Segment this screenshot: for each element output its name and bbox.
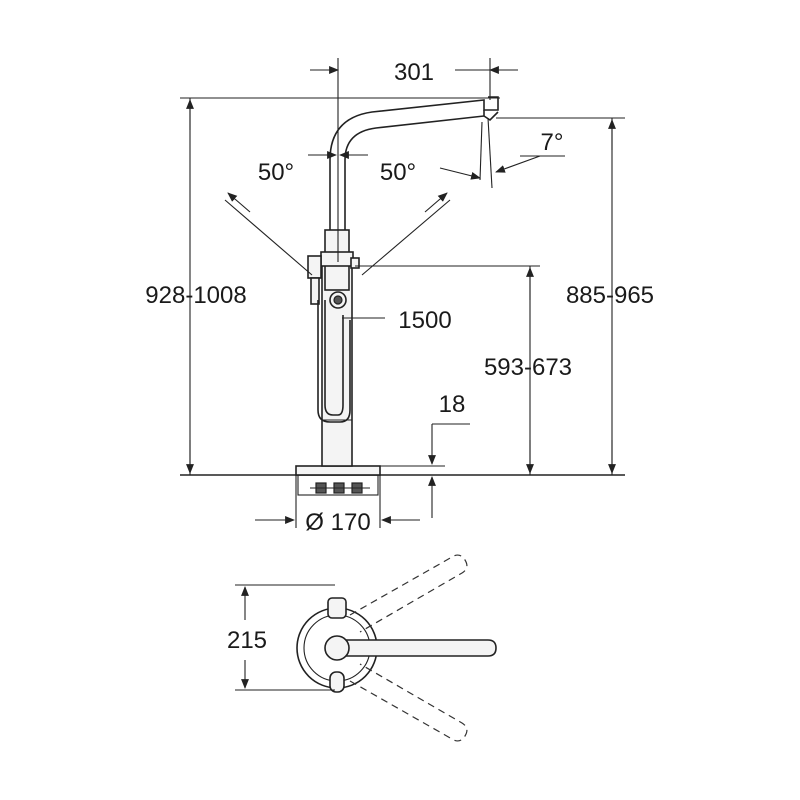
dim-label-7deg: 7° xyxy=(541,129,564,156)
dim-spout-reach: 301 xyxy=(310,58,518,262)
dim-label-dia-170: Ø 170 xyxy=(305,509,370,536)
plan-view: 215 xyxy=(227,554,497,742)
elevation-view: 301 928-1008 885-965 593-673 xyxy=(145,58,654,536)
plan-lever-swing-down xyxy=(349,663,468,742)
dim-label-301: 301 xyxy=(394,59,434,86)
lever-handle xyxy=(307,255,322,279)
dim-label-215: 215 xyxy=(227,627,267,654)
dim-label-50-left: 50° xyxy=(258,159,294,186)
dim-hose-length: 1500 xyxy=(342,307,452,334)
mounting-bracket xyxy=(297,474,379,496)
dim-label-18: 18 xyxy=(439,391,466,418)
dim-overall-height: 928-1008 xyxy=(145,97,500,475)
dim-label-593-673: 593-673 xyxy=(484,354,572,381)
dim-label-885-965: 885-965 xyxy=(566,282,654,309)
plan-lever xyxy=(329,639,497,657)
dim-handle-height: 593-673 xyxy=(355,265,572,475)
dim-outlet-height: 885-965 xyxy=(496,117,654,475)
dim-base-thickness: 18 xyxy=(380,391,470,518)
dim-label-1500: 1500 xyxy=(398,307,451,334)
hand-shower xyxy=(317,300,351,423)
dim-spout-angle: 7° xyxy=(439,117,565,189)
dim-swivel-angles: 50° 50° xyxy=(224,151,451,276)
dim-label-50-right: 50° xyxy=(380,159,416,186)
dim-plan-depth: 215 xyxy=(227,584,335,691)
dim-label-928-1008: 928-1008 xyxy=(145,282,246,309)
dim-base-diameter: Ø 170 xyxy=(255,475,420,536)
plan-lever-swing-up xyxy=(349,554,468,633)
base-plate xyxy=(295,465,381,476)
